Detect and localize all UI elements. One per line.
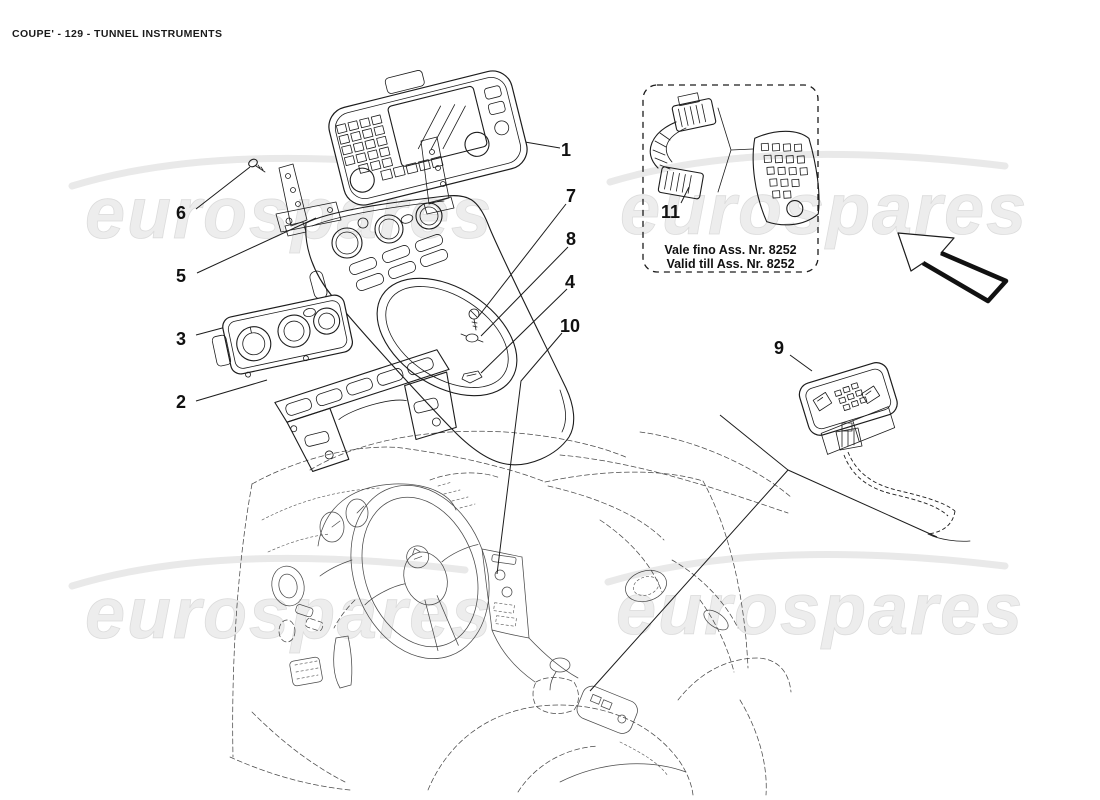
car-interior-sketch bbox=[229, 430, 793, 796]
switch-connector-drawing bbox=[835, 422, 863, 451]
watermark-text: eurospares bbox=[85, 574, 493, 654]
part-label-1[interactable]: 1 bbox=[561, 140, 572, 160]
part-label-2[interactable]: 2 bbox=[176, 392, 187, 412]
screw-6-drawing bbox=[248, 158, 266, 173]
mounting-rails-drawing bbox=[248, 136, 455, 237]
part-label-7[interactable]: 7 bbox=[566, 186, 577, 206]
part-label-9[interactable]: 9 bbox=[774, 338, 785, 358]
watermark-text: eurospares bbox=[616, 570, 1024, 650]
validity-note-line2: Valid till Ass. Nr. 8252 bbox=[666, 257, 795, 271]
validity-note-line1: Vale fino Ass. Nr. 8252 bbox=[664, 243, 797, 257]
part-label-10[interactable]: 10 bbox=[560, 316, 581, 336]
part-label-8[interactable]: 8 bbox=[566, 229, 577, 249]
console-trim-drawing bbox=[305, 195, 575, 466]
note-box bbox=[642, 84, 820, 273]
watermark-text: eurospares bbox=[620, 170, 1028, 250]
nav-unit-drawing bbox=[328, 70, 528, 206]
cable-adapter-drawing bbox=[649, 92, 717, 200]
page-title: COUPE' - 129 - TUNNEL INSTRUMENTS bbox=[12, 28, 223, 40]
direction-arrow-icon bbox=[897, 232, 1009, 304]
leader-lines bbox=[195, 133, 938, 692]
validity-note: Vale fino Ass. Nr. 8252 Valid till Ass. … bbox=[643, 243, 818, 271]
switch-bracket-drawing bbox=[274, 349, 457, 472]
part-label-3[interactable]: 3 bbox=[176, 329, 187, 349]
part-label-5[interactable]: 5 bbox=[176, 266, 187, 286]
watermark-bottom-right: eurospares bbox=[604, 550, 1024, 650]
watermark-top-right: eurospares bbox=[606, 150, 1028, 250]
part-label-4[interactable]: 4 bbox=[565, 272, 576, 292]
nut-8-drawing bbox=[460, 333, 484, 343]
part-label-11[interactable]: 11 bbox=[661, 202, 681, 222]
watermark-bottom-left: eurospares bbox=[68, 554, 493, 654]
climate-panel-drawing bbox=[211, 294, 353, 378]
callout-bracket bbox=[717, 107, 754, 193]
part-label-6[interactable]: 6 bbox=[176, 203, 187, 223]
screw-7-drawing bbox=[468, 308, 480, 331]
clip-4-drawing bbox=[461, 370, 483, 384]
keypad-drawing bbox=[752, 130, 820, 226]
window-switch-drawing bbox=[798, 362, 971, 542]
